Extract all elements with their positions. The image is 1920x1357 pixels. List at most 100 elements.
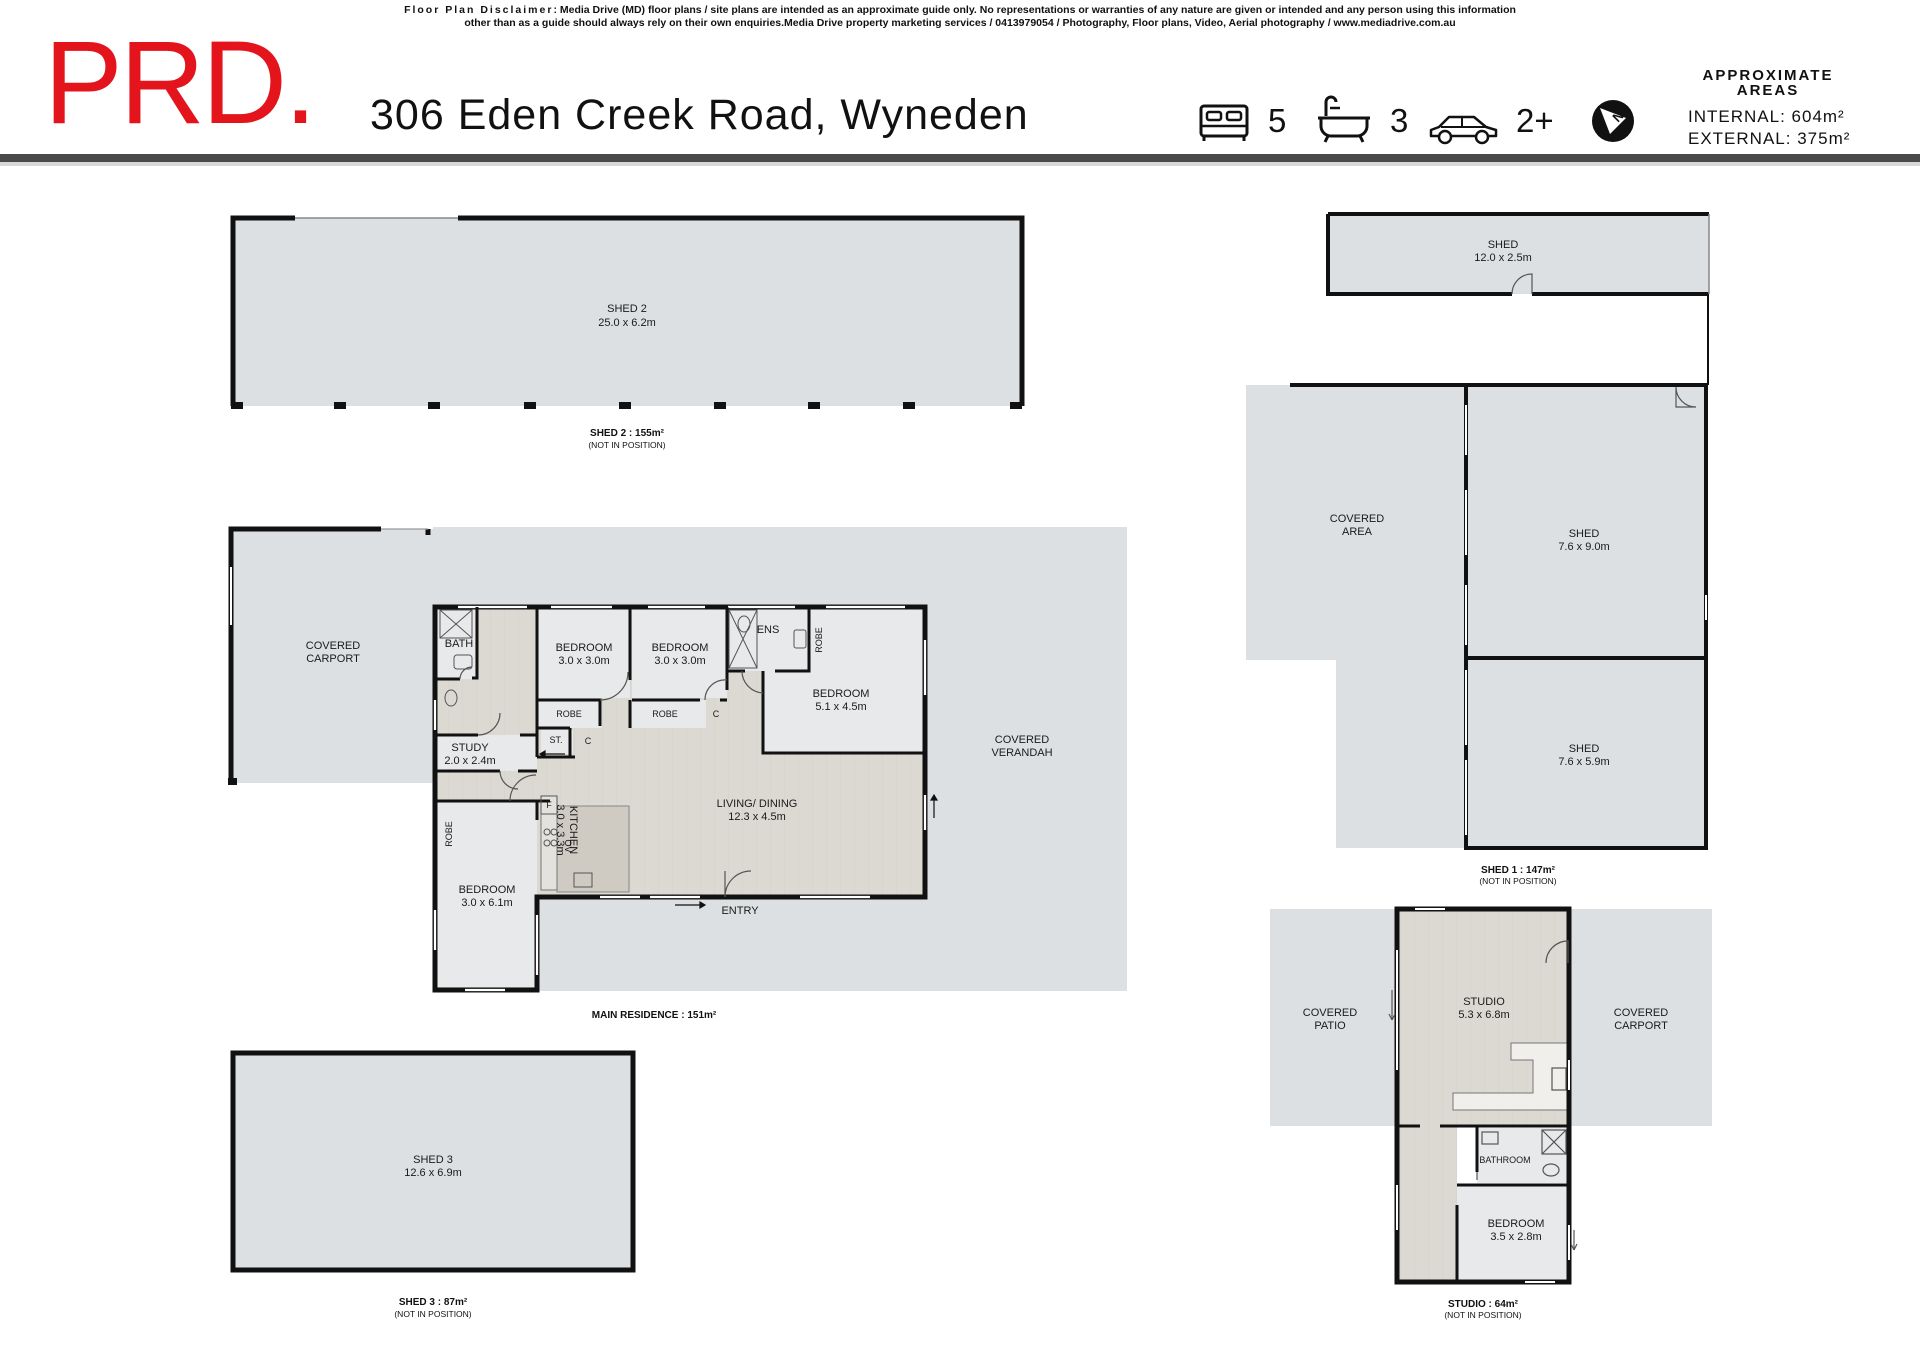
cooktop-icon (543, 828, 551, 836)
shed-low-dims: 7.6 x 5.9m (1558, 756, 1609, 768)
studio-dims: 5.3 x 6.8m (1458, 1009, 1509, 1021)
studio-sink-icon (1551, 1067, 1567, 1091)
studio-note: (NOT IN POSITION) (1444, 1310, 1521, 1320)
shed-2-posts (231, 402, 1022, 409)
bedroom-a-dims: 3.0 x 3.0m (558, 655, 609, 667)
living-dining-label: LIVING/ DINING (717, 798, 798, 810)
study-dims: 2.0 x 2.4m (444, 755, 495, 767)
covered-patio-label-2: PATIO (1314, 1020, 1346, 1032)
covered-carport-area (231, 529, 433, 783)
toilet-icon (444, 689, 458, 707)
master-bedroom-dims: 5.1 x 4.5m (815, 701, 866, 713)
main-residence: COVERED CARPORT COVERED VERANDAH (228, 526, 1127, 1021)
studio-building: COVERED PATIO STUDIO 5.3 x 6.8m COVERED … (1270, 906, 1712, 1320)
car-icon (1429, 115, 1498, 145)
shed-2: SHED 2 25.0 x 6.2m SHED 2 : 155m² (NOT I… (230, 215, 1025, 450)
studio-bedroom-label: BEDROOM (1488, 1218, 1545, 1230)
approximate-areas-title: APPROXIMATE AREAS (1688, 68, 1848, 98)
bedroom-c-dims: 3.0 x 6.1m (461, 897, 512, 909)
covered-patio-label: COVERED (1303, 1007, 1357, 1019)
shed-1-caption: SHED 1 : 147m² (1481, 865, 1556, 876)
shed-2-dims: 25.0 x 6.2m (598, 317, 655, 329)
oven-label: OV (563, 839, 573, 852)
kitchen-label: KITCHEN (567, 806, 579, 854)
disclaimer-title: Floor Plan Disclaimer (404, 4, 554, 16)
bathroom-count: 3 (1390, 102, 1409, 139)
robe-left-label: ROBE (444, 821, 454, 847)
covered-carport-label: COVERED (306, 640, 360, 652)
bedroom-b-dims: 3.0 x 3.0m (654, 655, 705, 667)
kitchen-bench (556, 805, 630, 893)
studio-covered-carport-area (1569, 909, 1712, 1126)
studio-basin-icon (1481, 1131, 1499, 1145)
studio-shower-icon (1541, 1129, 1567, 1155)
shower-icon (439, 609, 473, 639)
bath-basin-icon (453, 654, 473, 670)
studio-walls (1394, 906, 1572, 1285)
ensuite-label: ENS (757, 624, 780, 636)
shed-mid-label: SHED (1569, 528, 1600, 540)
shed-1-covered-area (1246, 385, 1466, 848)
bedroom-c-label: BEDROOM (459, 884, 516, 896)
internal-area-value: 604m² (1791, 107, 1845, 126)
kitchen-dims: 3.0 x 3.3m (554, 804, 566, 855)
shed-1-windows (1465, 405, 1707, 835)
bath-label: BATH (445, 638, 474, 650)
main-residence-caption: MAIN RESIDENCE : 151m² (592, 1010, 717, 1021)
covered-carport-label-2: CARPORT (306, 653, 360, 665)
external-area-label: EXTERNAL: (1688, 129, 1792, 148)
bedroom-b-label: BEDROOM (652, 642, 709, 654)
study-label: STUDY (451, 742, 489, 754)
studio-carport-label: COVERED (1614, 1007, 1668, 1019)
shed-top-dims: 12.0 x 2.5m (1474, 252, 1531, 264)
ensuite-toilet-icon (737, 615, 751, 633)
shed-2-caption: SHED 2 : 155m² (590, 428, 665, 439)
cupboard-a-label: C (585, 736, 592, 746)
header-divider-shadow (0, 162, 1920, 166)
external-area-value: 375m² (1797, 129, 1851, 148)
fridge-icon (540, 795, 558, 815)
robe-b-label: ROBE (652, 709, 678, 719)
storage-label: ST. (549, 735, 562, 745)
studio-bathroom-label: BATHROOM (1479, 1155, 1530, 1165)
disclaimer: Floor Plan Disclaimer: Media Drive (MD) … (0, 4, 1920, 30)
living-dining-dims: 12.3 x 4.5m (728, 811, 785, 823)
master-bedroom-label: BEDROOM (813, 688, 870, 700)
shed-3-note: (NOT IN POSITION) (394, 1309, 471, 1319)
robe-a-label: ROBE (556, 709, 582, 719)
bed-icon (1199, 104, 1249, 141)
studio-windows (1396, 908, 1570, 1283)
studio-caption: STUDIO : 64m² (1448, 1299, 1519, 1310)
prd-logo: PRD. (44, 17, 317, 149)
internal-area: INTERNAL: 604m² (1688, 107, 1845, 127)
ensuite-robe-label: ROBE (814, 627, 824, 653)
shed-2-note: (NOT IN POSITION) (588, 440, 665, 450)
studio-toilet-icon (1542, 1163, 1560, 1177)
covered-verandah-label-2: VERANDAH (991, 747, 1052, 759)
shed-mid-dims: 7.6 x 9.0m (1558, 541, 1609, 553)
cupboard-b-label: C (713, 709, 720, 719)
ensuite-vanity-icon (793, 629, 807, 649)
disclaimer-line-2: other than as a guide should always rely… (464, 17, 1456, 29)
bedroom-count: 5 (1268, 102, 1287, 139)
internal-area-label: INTERNAL: (1688, 107, 1786, 126)
shed-low-label: SHED (1569, 743, 1600, 755)
bathtub-icon (1318, 95, 1370, 143)
shed-3-dims: 12.6 x 6.9m (404, 1167, 461, 1179)
property-address: 306 Eden Creek Road, Wyneden (370, 91, 1029, 139)
areas-title-2: AREAS (1736, 82, 1800, 99)
disclaimer-text-1: : Media Drive (MD) floor plans / site pl… (553, 4, 1516, 16)
external-area: EXTERNAL: 375m² (1688, 129, 1850, 149)
shed-top-label: SHED (1488, 239, 1519, 251)
shed-1: SHED 12.0 x 2.5m COVERED AREA SHED 7.6 x… (1246, 212, 1710, 886)
shed-3-caption: SHED 3 : 87m² (399, 1297, 468, 1308)
studio-bedroom-dims: 3.5 x 2.8m (1490, 1231, 1541, 1243)
covered-patio-area (1270, 909, 1397, 1126)
north-compass-icon: N (1592, 100, 1634, 142)
main-walls (432, 604, 928, 993)
covered-area-label-2: AREA (1342, 526, 1373, 538)
areas-title-1: APPROXIMATE (1702, 67, 1834, 84)
covered-verandah-label: COVERED (995, 734, 1049, 746)
header-divider (0, 154, 1920, 162)
